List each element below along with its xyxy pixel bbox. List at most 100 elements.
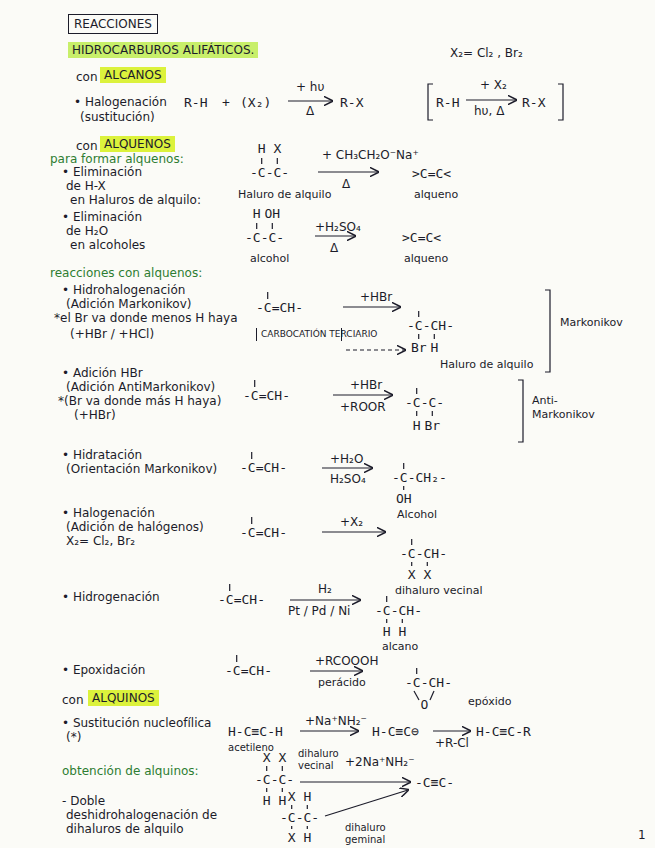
note-text: +RCOOOH — [315, 654, 379, 668]
chem-formula: -C-C- — [245, 230, 284, 245]
chem-formula: (X₂) — [240, 95, 271, 110]
note-text: de H₂O — [66, 224, 108, 238]
chem-formula: X — [288, 789, 296, 804]
note-text: (Adición Markonikov) — [66, 297, 191, 311]
note-text: alcano — [382, 640, 418, 653]
note-text: + X₂ — [480, 78, 507, 92]
note-text: (+HBr) — [74, 408, 116, 422]
chem-formula: R-X — [340, 95, 363, 110]
reaction-arrow — [325, 790, 408, 816]
section-heading: HIDROCARBUROS ALIFÁTICOS. — [72, 43, 254, 57]
reaction-arrow — [300, 781, 410, 782]
chem-formula: + — [222, 95, 230, 110]
chem-formula: H — [430, 340, 438, 355]
note-text: perácido — [318, 676, 366, 689]
note-text: reacciones con alquenos: — [50, 266, 202, 280]
dashed-arrow — [346, 349, 405, 350]
note-text: +H₂SO₄ — [315, 220, 361, 234]
note-text: Haluro de alquilo — [238, 188, 331, 201]
note-text: +ROOR — [340, 400, 386, 414]
note-text: en Haluros de alquilo: — [70, 193, 201, 207]
reaction-arrow — [315, 235, 355, 236]
note-text: (*) — [66, 730, 81, 744]
note-text: Δ — [330, 241, 338, 255]
note-text: - Doble — [62, 794, 105, 808]
note-text: Δ — [306, 104, 314, 118]
highlight-band: ALQUENOS — [100, 136, 175, 152]
chem-formula: X — [288, 830, 296, 845]
bracket — [428, 84, 433, 120]
note-text: + CH₃CH₂O⁻Na⁺ — [322, 148, 419, 162]
reaction-arrow — [322, 531, 385, 532]
note-text: +H₂O — [330, 452, 363, 466]
note-text: + hυ — [296, 80, 324, 94]
note-text: • Eliminación — [62, 165, 142, 179]
chem-formula: R-H — [436, 95, 459, 110]
note-text: *(Br va donde más H haya) — [58, 394, 221, 408]
chem-formula: H-C≡C⊖ — [372, 724, 419, 739]
note-text: • Eliminación — [62, 210, 142, 224]
reaction-arrow — [310, 670, 362, 671]
note-text: Δ — [342, 177, 350, 191]
chem-formula: H — [263, 793, 271, 808]
chem-formula: -C=CH- — [240, 525, 287, 540]
reaction-arrow — [343, 306, 400, 307]
note-text: 1 — [638, 828, 646, 842]
note-text: alqueno — [414, 188, 458, 201]
note-box: CARBOCATIÓN TERCIARIO — [256, 328, 342, 341]
chem-formula: X — [423, 567, 431, 582]
note-text: en alcoholes — [70, 238, 145, 252]
highlight-band: ALQUINOS — [88, 690, 159, 706]
bracket — [558, 84, 563, 120]
note-text: hυ, Δ — [474, 104, 504, 118]
note-text: +Na⁺NH₂⁻ — [305, 714, 367, 728]
highlight-band: ALCANOS — [100, 67, 166, 83]
chem-formula: H — [383, 624, 391, 639]
note-text: Alcohol — [397, 508, 437, 521]
note-text: deshidrohalogenación de — [66, 808, 217, 822]
note-text: • Halogenación — [74, 95, 167, 109]
chem-formula: R-X — [522, 95, 545, 110]
note-text: • Halogenación — [62, 506, 155, 520]
note-text: • Epoxidación — [62, 663, 145, 677]
reaction-arrow — [333, 394, 392, 395]
chem-formula: -C-CH₂- — [392, 470, 447, 485]
section-heading: ALQUINOS — [92, 691, 155, 705]
note-text: de H-X — [66, 179, 106, 193]
note-text: con — [62, 693, 84, 707]
chem-formula: H — [303, 830, 311, 845]
chem-formula: -C=CH- — [256, 300, 303, 315]
chem-formula: -C=CH- — [225, 663, 272, 678]
reaction-arrow — [318, 171, 378, 172]
note-text: Anti- — [532, 394, 558, 407]
reaction-arrow — [433, 730, 470, 731]
chem-formula: R-H — [184, 95, 207, 110]
chem-formula: >C=C< — [402, 230, 441, 245]
note-text: alcohol — [250, 252, 289, 265]
chem-formula: H — [278, 793, 286, 808]
note-text: Haluro de alquilo — [440, 358, 533, 371]
note-text: • Hidratación — [62, 448, 142, 462]
note-text: H₂SO₄ — [330, 472, 366, 486]
chem-formula: O — [421, 697, 429, 712]
chem-formula: -C=CH- — [240, 460, 287, 475]
section-heading: ALCANOS — [104, 68, 162, 82]
note-text: +HBr — [360, 290, 392, 304]
note-text: *el Br va donde menos H haya — [54, 311, 238, 325]
note-text: • Adición HBr — [62, 366, 143, 380]
chem-formula: OH — [396, 491, 412, 506]
chem-formula: -C-C- — [250, 165, 289, 180]
note-text: (Adición de halógenos) — [66, 520, 204, 534]
reaction-arrow — [290, 599, 360, 600]
note-text: alqueno — [404, 252, 448, 265]
heading-text: REACCIONES — [74, 17, 152, 31]
chem-formula: -C-CH- — [375, 603, 422, 618]
chem-formula: X — [273, 141, 281, 156]
chem-formula: -C-CH- — [405, 675, 452, 690]
note-text: con — [76, 70, 98, 84]
note-text: H₂ — [318, 582, 332, 596]
note-text: +HBr — [350, 378, 382, 392]
bracket — [545, 290, 550, 372]
note-text: +2Na⁺NH₂⁻ — [345, 755, 415, 769]
note-text: +R-Cl — [435, 736, 469, 750]
